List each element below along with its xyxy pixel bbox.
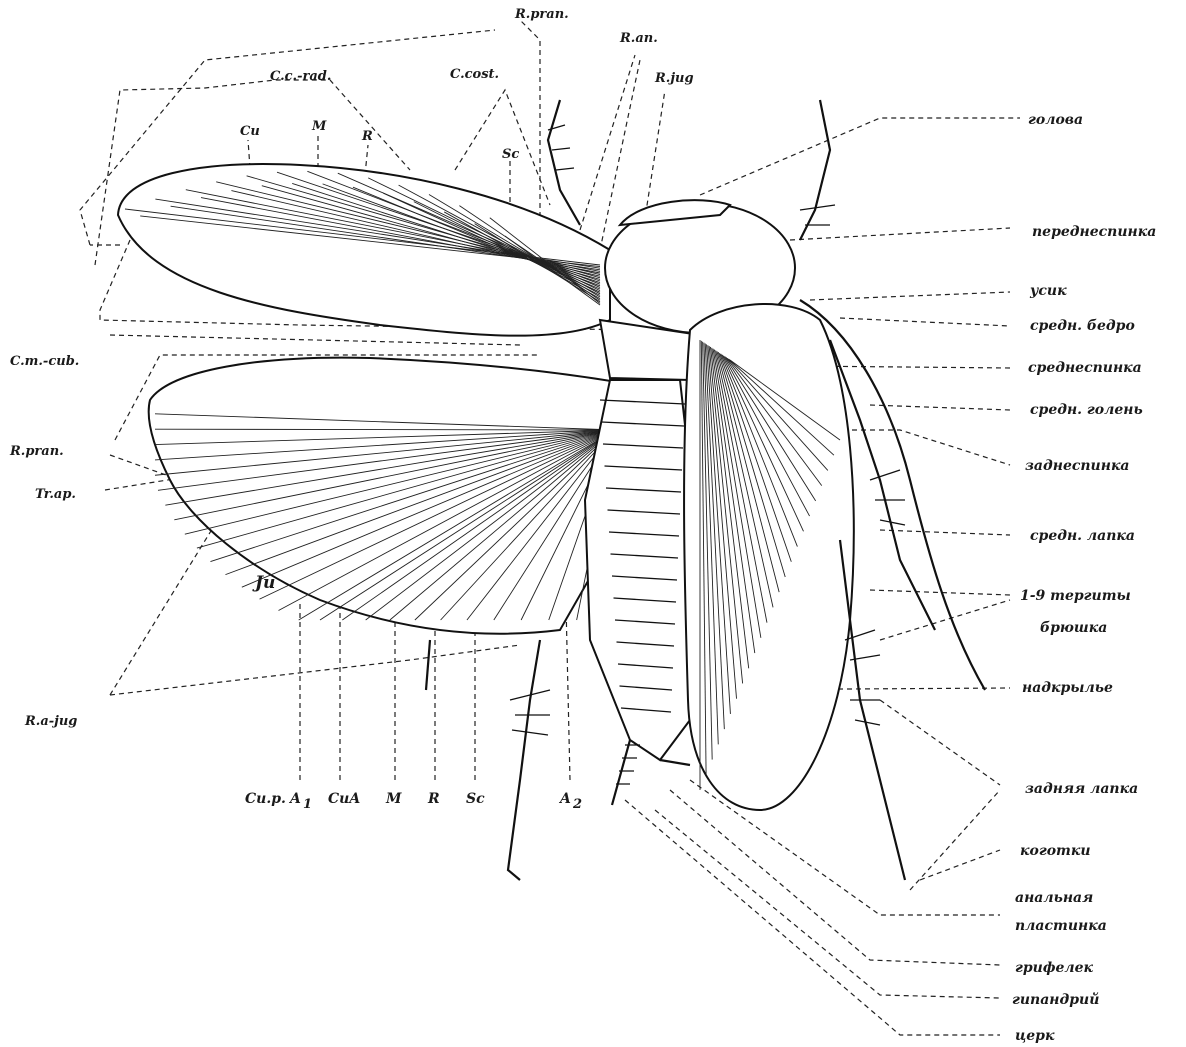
- label-a1: A: [288, 791, 301, 807]
- label-tr-ap: Tr.ap.: [35, 487, 76, 502]
- folded-tegmen: [684, 304, 854, 810]
- label-hypandrium: гипандрий: [1012, 991, 1099, 1008]
- label-mid-tarsus: средн. лапка: [1030, 528, 1135, 544]
- label-m-bottom: M: [385, 791, 402, 807]
- label-sc-bottom: Sc: [466, 791, 485, 807]
- label-r-pran-top: R.pran.: [514, 7, 569, 22]
- label-mesonotum: среднеспинка: [1028, 360, 1142, 376]
- label-a1-sub: 1: [303, 797, 312, 812]
- label-stylus: грифелек: [1015, 960, 1094, 976]
- labels-top: R.pran. R.an. R.jug C.cost. C.c.-rad. Cu…: [240, 7, 694, 162]
- label-tegmen: надкрылье: [1022, 680, 1113, 696]
- label-cua: CuA: [328, 791, 360, 807]
- spread-forewing: [118, 164, 610, 336]
- label-r-top: R: [361, 129, 373, 144]
- label-ju: Ju: [252, 573, 275, 593]
- label-c-c-rad: C.c.-rad.: [270, 69, 331, 84]
- label-r-pran-left: R.pran.: [9, 444, 64, 459]
- label-pronotum: переднеспинка: [1032, 224, 1156, 240]
- label-a2: A: [558, 791, 571, 807]
- label-c-m-cub: C.m.-cub.: [10, 354, 79, 369]
- label-r-an: R.an.: [619, 31, 658, 46]
- label-anal: анальная: [1015, 890, 1093, 906]
- label-plate: пластинка: [1015, 918, 1107, 934]
- label-mid-tibia: средн. голень: [1030, 402, 1143, 418]
- label-m-top: M: [311, 119, 327, 134]
- label-abdomen: брюшка: [1040, 620, 1107, 636]
- label-c-cost: C.cost.: [450, 67, 499, 82]
- label-r-a-jug: R.a-jug: [24, 714, 77, 729]
- labels-bottom: Cu.p. A 1 CuA M R Sc A 2: [245, 791, 582, 812]
- label-mid-femur: средн. бедро: [1030, 318, 1135, 334]
- label-r-bottom: R: [427, 791, 440, 807]
- label-claws: коготки: [1020, 843, 1091, 859]
- label-hind-tarsus: задняя лапка: [1025, 781, 1138, 797]
- label-cu-top: Cu: [240, 124, 260, 139]
- insect-body: [585, 200, 985, 810]
- label-head: голова: [1028, 112, 1083, 128]
- label-a2-sub: 2: [572, 797, 582, 812]
- label-metanotum: заднеспинка: [1025, 458, 1130, 474]
- label-r-jug: R.jug: [654, 71, 694, 86]
- label-cu-p: Cu.p.: [245, 791, 286, 807]
- label-sc-top: Sc: [502, 147, 519, 162]
- label-cercus: церк: [1015, 1028, 1055, 1044]
- label-tergites: 1-9 тергиты: [1020, 588, 1131, 604]
- label-antenna: усик: [1029, 283, 1067, 299]
- labels-right: голова переднеспинка усик средн. бедро с…: [1012, 112, 1156, 1044]
